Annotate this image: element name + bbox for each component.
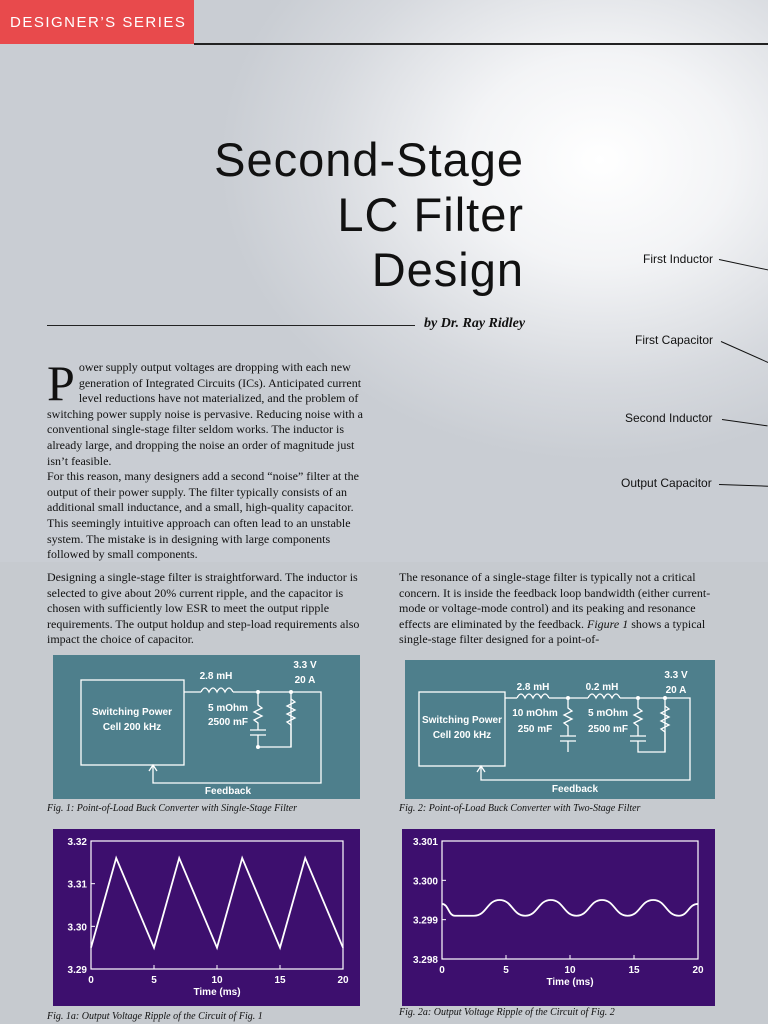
voltage-label: 3.3 V (664, 670, 688, 681)
x-axis-label: Time (ms) (193, 987, 240, 998)
voltage-label: 3.3 V (293, 660, 317, 671)
intro-text: P ower supply output voltages are droppi… (47, 355, 369, 563)
y-tick-label: 3.29 (68, 965, 88, 976)
y-tick-label: 3.299 (413, 916, 438, 927)
series-label: DESIGNER’S SERIES (0, 0, 194, 44)
cell-label-line-2: Cell 200 kHz (103, 722, 161, 733)
esr-label: 5 mOhm (208, 703, 248, 714)
top-rule (194, 43, 768, 45)
body-column-left: Designing a single-stage filter is strai… (47, 570, 360, 647)
title-line-2: LC Filter (337, 188, 524, 241)
inductor-1-label: 2.8 mH (517, 682, 550, 693)
figure-1-caption: Fig. 1: Point-of-Load Buck Converter wit… (47, 803, 297, 814)
y-tick-label: 3.31 (68, 880, 88, 891)
capacitor-2-label: 2500 mF (588, 724, 628, 735)
title-line-1: Second-Stage (214, 133, 524, 186)
y-tick-label: 3.300 (413, 876, 438, 887)
callout-second-inductor: Second Inductor (625, 411, 713, 425)
body-column-right: The resonance of a single-stage filter i… (399, 570, 719, 648)
current-label: 20 A (295, 675, 316, 686)
inductor-2-label: 0.2 mH (586, 682, 619, 693)
callout-first-capacitor: First Capacitor (635, 333, 714, 347)
y-tick-label: 3.32 (68, 837, 88, 848)
intro-paragraph-2: For this reason, many designers add a se… (47, 469, 359, 562)
hero-background (0, 0, 768, 562)
cell-label-line-1: Switching Power (422, 715, 502, 726)
article-title: Second-Stage LC Filter Design (214, 132, 524, 297)
y-tick-label: 3.30 (68, 922, 88, 933)
x-tick-label: 0 (439, 965, 445, 976)
capacitor-label: 2500 mF (208, 717, 248, 728)
x-tick-label: 15 (628, 965, 640, 976)
intro-paragraph-1: ower supply output voltages are dropping… (47, 360, 363, 468)
figure-2a-caption: Fig. 2a: Output Voltage Ripple of the Ci… (399, 1007, 615, 1018)
cell-label-line-1: Switching Power (92, 707, 172, 718)
x-tick-label: 5 (151, 975, 157, 986)
capacitor-1-label: 250 mF (518, 724, 552, 735)
x-tick-label: 10 (211, 975, 223, 986)
series-line (441, 899, 699, 917)
figure-1-schematic: Switching Power Cell 200 kHz 2.8 mH 5 mO… (53, 655, 360, 799)
inductor-label: 2.8 mH (200, 671, 233, 682)
x-tick-label: 10 (564, 965, 576, 976)
x-tick-label: 15 (274, 975, 286, 986)
feedback-label: Feedback (552, 784, 599, 795)
feedback-label: Feedback (205, 786, 252, 797)
x-tick-label: 20 (692, 965, 704, 976)
esr-1-label: 10 mOhm (512, 708, 558, 719)
esr-2-label: 5 mOhm (588, 708, 628, 719)
callout-first-inductor: First Inductor (643, 252, 714, 266)
body-text: The resonance of a single-stage filter i… (399, 570, 711, 631)
byline-rule (47, 325, 415, 326)
y-tick-label: 3.301 (413, 837, 438, 848)
plot-frame (441, 840, 699, 960)
callout-output-capacitor: Output Capacitor (621, 476, 712, 490)
y-tick-label: 3.298 (413, 955, 438, 966)
x-axis-label: Time (ms) (546, 977, 593, 988)
x-tick-label: 0 (88, 975, 94, 986)
x-tick-label: 5 (503, 965, 509, 976)
cell-label-line-2: Cell 200 kHz (433, 730, 491, 741)
body-text: shows a typical single-stage filter desi… (399, 616, 706, 647)
figure-reference: Figure 1 (587, 616, 629, 631)
current-label: 20 A (666, 685, 687, 696)
series-line (90, 855, 344, 951)
x-tick-label: 20 (337, 975, 349, 986)
title-line-3: Design (371, 243, 524, 296)
byline: by Dr. Ray Ridley (424, 316, 526, 331)
drop-cap: P (47, 355, 75, 411)
figure-1a-caption: Fig. 1a: Output Voltage Ripple of the Ci… (47, 1011, 263, 1022)
figure-2-schematic: Switching Power Cell 200 kHz 2.8 mH 0.2 … (405, 660, 715, 799)
figure-2-caption: Fig. 2: Point-of-Load Buck Converter wit… (399, 803, 641, 814)
